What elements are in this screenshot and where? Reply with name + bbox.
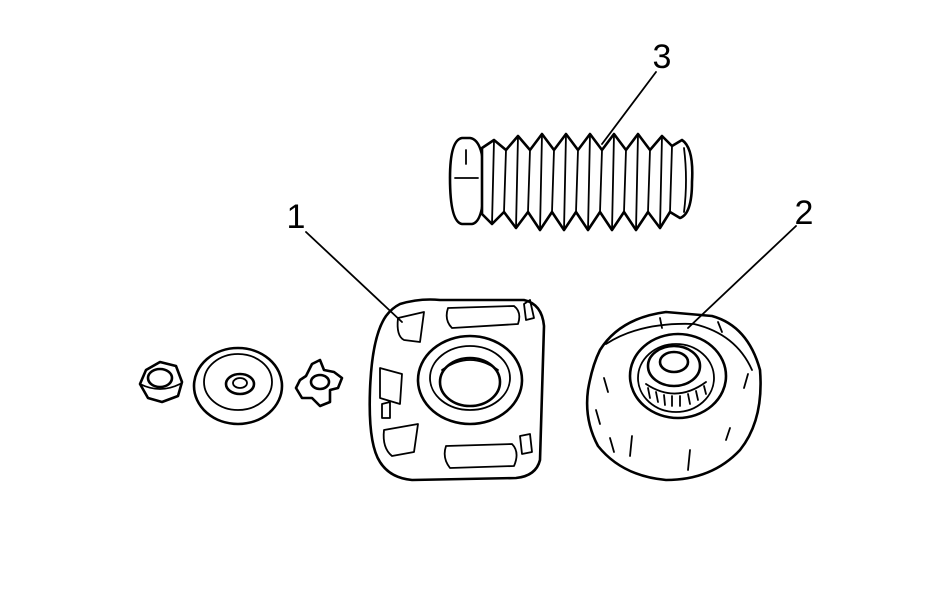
callout-label-1: 1 xyxy=(287,198,306,236)
strut-bearing-mount-icon xyxy=(585,310,762,482)
washer-plate-icon xyxy=(192,346,284,426)
spider-bushing-icon xyxy=(294,358,344,408)
leader-line-1 xyxy=(305,231,403,323)
hex-nut-icon xyxy=(138,360,184,404)
leader-line-2 xyxy=(687,225,797,329)
dust-boot-bellows-icon xyxy=(448,132,694,232)
strut-top-mount-plate-icon xyxy=(368,298,546,482)
callout-label-2: 2 xyxy=(795,194,814,232)
leader-line-3 xyxy=(601,71,657,145)
callout-label-3: 3 xyxy=(653,38,672,76)
